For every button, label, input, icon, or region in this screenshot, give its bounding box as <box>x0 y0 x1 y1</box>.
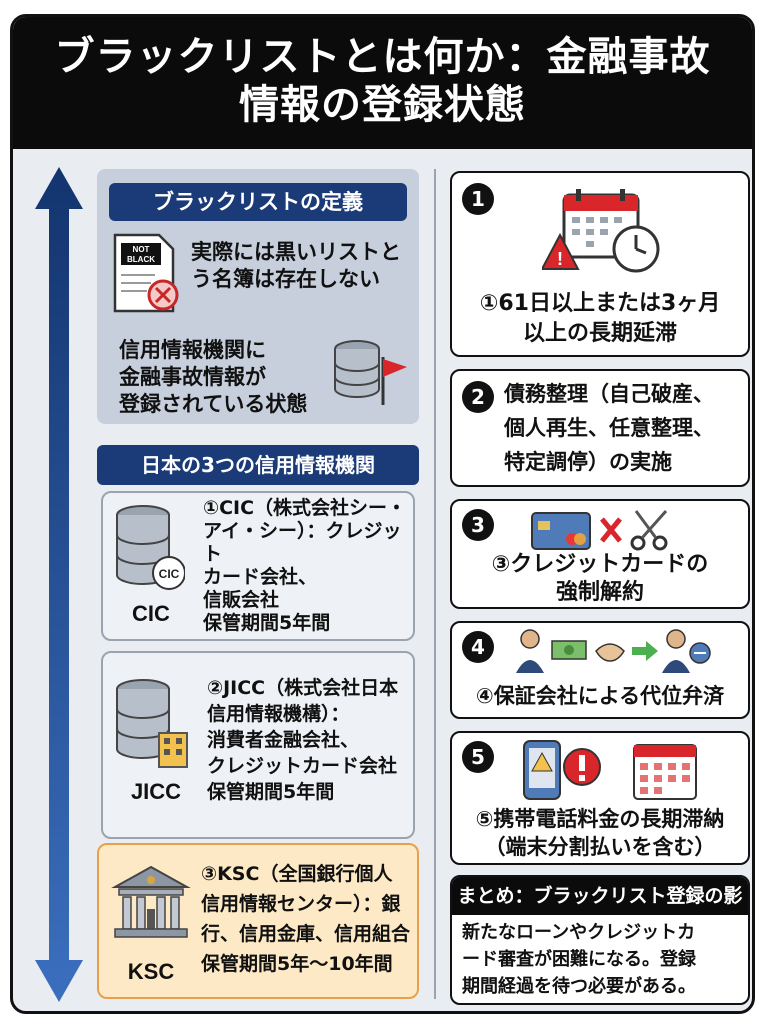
definition-point-1-line2: う名簿は存在しない <box>191 267 380 291</box>
title-banner: ブラックリストとは何か：金融事故 情報の登録状態 <box>13 17 752 149</box>
guarantor-payment-icon <box>516 627 712 675</box>
cause-5-line2: （端末分割払いを含む） <box>484 835 716 859</box>
document-not-black-icon: NOT BLACK <box>111 233 183 315</box>
cause-4-text: ④保証会社による代位弁済 <box>475 684 725 708</box>
cause-5-number: 5 <box>462 741 494 773</box>
definition-point-1: 実際には黒いリストと う名簿は存在しない <box>191 239 419 293</box>
cause-card-4: 4 ④保証会社による代位弁済 <box>450 621 750 719</box>
column-divider <box>434 169 436 999</box>
ksc-description: ③KSC（全国銀行個人 信用情報センター）：銀 行、信用金庫、信用組合 保管期間… <box>201 859 417 979</box>
jicc-database-building-icon <box>113 677 193 769</box>
organizations-label: 日本の3つの信用情報機関 <box>97 445 419 485</box>
org-card-ksc: KSC ③KSC（全国銀行個人 信用情報センター）：銀 行、信用金庫、信用組合 … <box>97 843 419 999</box>
cause-2-line1: 債務整理（自己破産、 <box>504 382 714 406</box>
cause-1-text: ①61日以上または3ヶ月 以上の長期延滞 <box>458 289 742 349</box>
summary-title: まとめ：ブラックリスト登録の影響 <box>452 877 748 945</box>
cause-card-2: 2 債務整理（自己破産、 個人再生、任意整理、 特定調停）の実施 <box>450 369 750 487</box>
summary-card: まとめ：ブラックリスト登録の影響 新たなローンやクレジットカ ード審査が困難にな… <box>450 875 750 1005</box>
jicc-line1: ②JICC（株式会社日本 <box>207 677 399 699</box>
cause-card-3: 3 ③クレジットカードの 強制解約 <box>450 499 750 609</box>
calendar-icon <box>630 739 700 801</box>
definition-point-2: 信用情報機関に 金融事故情報が 登録されている状態 <box>119 337 349 418</box>
cause-3-text: ③クレジットカードの 強制解約 <box>458 551 742 607</box>
bank-building-icon <box>111 863 191 943</box>
credit-card-scissors-icon <box>530 507 680 551</box>
calendar-clock-warning-icon: ! <box>540 185 662 275</box>
database-flag-icon <box>331 337 411 409</box>
definition-point-2-line3: 登録されている状態 <box>119 392 308 416</box>
title-line-1: ブラックリストとは何か：金融事故 <box>54 34 711 80</box>
infographic-frame: ブラックリストとは何か：金融事故 情報の登録状態 ブラックリストの定義 NOT … <box>10 14 755 1014</box>
page-title: ブラックリストとは何か：金融事故 情報の登録状態 <box>13 17 752 129</box>
jicc-description: ②JICC（株式会社日本 信用情報機構）： 消費者金融会社、 クレジットカード会… <box>207 675 413 805</box>
ksc-line2: 信用情報センター）：銀 <box>201 893 401 915</box>
summary-line1: 新たなローンやクレジットカ <box>462 922 696 943</box>
cause-card-5: 5 ⑤携帯電話料金の長期滞納 （端末分割払 <box>450 731 750 865</box>
phone-alert-icon <box>520 739 604 801</box>
cause-2-line2: 個人再生、任意整理、 <box>504 416 714 440</box>
double-arrow-icon <box>35 167 83 1002</box>
cic-line2: アイ・シー）：クレジット <box>203 520 402 565</box>
summary-line2: ード審査が困難になる。登録 <box>462 949 696 970</box>
cause-1-line2: 以上の長期延滞 <box>522 321 677 346</box>
cic-line1: ①CIC（株式会社シー・ <box>203 497 407 519</box>
cic-line6: 保管期間5年間 <box>203 612 331 634</box>
cic-icon-label: CIC <box>132 601 170 626</box>
org-card-jicc: JICC ②JICC（株式会社日本 信用情報機構）： 消費者金融会社、 クレジッ… <box>101 651 415 839</box>
jicc-line3: 消費者金融会社、 <box>207 729 360 751</box>
cause-1-number: 1 <box>462 183 494 215</box>
cic-badge: CIC <box>159 567 180 581</box>
cause-5-line1: ⑤携帯電話料金の長期滞納 <box>475 807 725 831</box>
cause-3-number: 3 <box>462 509 494 541</box>
cause-card-1: 1 ! ①61日以上または3ヶ月 以上の長期延滞 <box>450 171 750 357</box>
cic-line5: 信販会社 <box>203 589 280 611</box>
jicc-icon-label: JICC <box>130 779 182 804</box>
doc-stamp-line1: NOT <box>133 245 150 254</box>
cause-4-number: 4 <box>462 631 494 663</box>
svg-text:!: ! <box>557 249 563 269</box>
cause-3-line1: ③クレジットカードの <box>491 552 709 577</box>
cause-2-text: 債務整理（自己破産、 個人再生、任意整理、 特定調停）の実施 <box>504 377 748 479</box>
definition-point-2-line2: 金融事故情報が <box>119 365 266 389</box>
definition-point-1-line1: 実際には黒いリストと <box>191 240 401 264</box>
cic-database-icon: CIC <box>113 503 186 595</box>
title-line-2: 情報の登録状態 <box>239 82 526 128</box>
definition-label: ブラックリストの定義 <box>109 183 407 221</box>
ksc-icon-label: KSC <box>127 959 175 984</box>
cause-3-line2: 強制解約 <box>555 580 644 605</box>
ksc-line1: ③KSC（全国銀行個人 <box>201 863 393 885</box>
ksc-line4: 保管期間5年～10年間 <box>201 953 393 975</box>
summary-line3: 期間経過を待つ必要がある。 <box>462 976 696 997</box>
cause-2-number: 2 <box>462 381 494 413</box>
definition-point-2-line1: 信用情報機関に <box>119 338 266 362</box>
summary-text: 新たなローンやクレジットカ ード審査が困難になる。登録 期間経過を待つ必要がある… <box>462 919 742 1000</box>
jicc-line2: 信用情報機構）： <box>207 703 350 725</box>
definition-panel: ブラックリストの定義 NOT BLACK 実際には黒いリストと う名簿は存在しな… <box>97 169 419 424</box>
jicc-line4: クレジットカード会社 <box>207 755 398 777</box>
cause-5-text: ⑤携帯電話料金の長期滞納 （端末分割払いを含む） <box>456 805 744 861</box>
jicc-line5: 保管期間5年間 <box>207 781 335 803</box>
doc-stamp-line2: BLACK <box>127 255 155 264</box>
cause-2-line3: 特定調停）の実施 <box>504 450 672 474</box>
cic-line4: カード会社、 <box>203 566 318 588</box>
cic-description: ①CIC（株式会社シー・ アイ・シー）：クレジット カード会社、 信販会社 保管… <box>203 497 413 635</box>
cause-1-line1: ①61日以上または3ヶ月 <box>479 291 721 316</box>
ksc-line3: 行、信用金庫、信用組合 <box>201 923 411 945</box>
org-card-cic: CIC CIC ①CIC（株式会社シー・ アイ・シー）：クレジット カード会社、… <box>101 491 415 641</box>
